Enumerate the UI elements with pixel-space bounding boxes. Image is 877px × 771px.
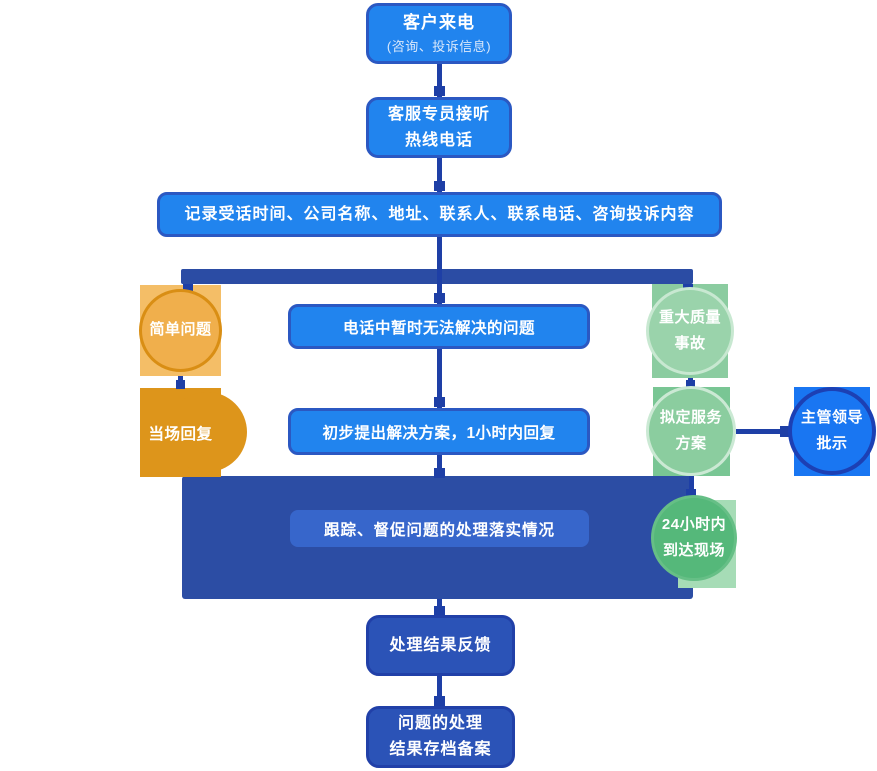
node-result-feedback: 处理结果反馈 [366, 615, 515, 676]
node-initial-solution-label: 初步提出解决方案，1小时内回复 [322, 424, 556, 442]
node-service-plan: 拟定服务 方案 [646, 386, 736, 476]
node-unresolved-label: 电话中暂时无法解决的问题 [342, 319, 535, 337]
node-onsite-reply: 当场回复 [148, 425, 213, 443]
arrow-down-icon [183, 284, 193, 293]
node-major-accident: 重大质量 事故 [646, 287, 734, 375]
node-major-accident-line2: 事故 [674, 335, 706, 352]
node-arrive-24h-line1: 24小时内 [661, 515, 727, 533]
arrow-down-icon [434, 181, 445, 191]
node-customer-call-subtitle: (咨询、投诉信息) [386, 39, 492, 55]
connector-initial-to-band [437, 455, 442, 477]
tracking-band: 跟踪、督促问题的处理落实情况 [182, 476, 693, 599]
node-service-plan-line1: 拟定服务 [659, 408, 722, 426]
arrow-down-icon [434, 696, 445, 706]
node-answer-hotline-line2: 热线电话 [404, 131, 473, 149]
arrow-down-icon [434, 468, 445, 478]
node-archive-line2: 结果存档备案 [389, 741, 492, 758]
arrow-down-icon [434, 293, 445, 303]
connector-unresolved-to-initial [437, 349, 442, 408]
node-leader-approval-line2: 批示 [816, 435, 848, 452]
node-answer-hotline-line1: 客服专员接听 [387, 105, 490, 123]
node-result-feedback-label: 处理结果反馈 [389, 636, 492, 654]
arrow-down-icon [686, 489, 696, 499]
connector-plan-to-leader [736, 429, 792, 434]
node-customer-call-title: 客户来电 [403, 12, 475, 32]
node-record-info: 记录受话时间、公司名称、地址、联系人、联系电话、咨询投诉内容 [157, 192, 722, 237]
node-onsite-reply-bulge [167, 392, 247, 472]
node-major-accident-line1: 重大质量 [658, 308, 721, 326]
arrow-down-icon [434, 606, 445, 616]
node-archive: 问题的处理 结果存档备案 [366, 706, 515, 768]
arrow-down-icon [176, 380, 185, 389]
node-simple-problem: 简单问题 [139, 289, 222, 372]
arrow-down-icon [434, 86, 445, 96]
arrow-right-icon [780, 426, 790, 437]
arrow-down-icon [434, 397, 445, 407]
arrow-down-icon [686, 380, 695, 389]
node-record-info-label: 记录受话时间、公司名称、地址、联系人、联系电话、咨询投诉内容 [184, 205, 695, 223]
node-initial-solution: 初步提出解决方案，1小时内回复 [288, 408, 590, 455]
connector-feedback-to-archive [437, 676, 442, 706]
connector-answer-to-record [437, 158, 442, 192]
node-customer-call: 客户来电 (咨询、投诉信息) [366, 3, 512, 64]
connector-call-to-answer [437, 64, 442, 97]
node-simple-problem-label: 简单问题 [149, 321, 212, 339]
node-track-supervise: 跟踪、督促问题的处理落实情况 [290, 510, 589, 547]
node-answer-hotline: 客服专员接听 热线电话 [366, 97, 512, 158]
connector-record-to-unresolved [437, 237, 442, 304]
node-unresolved-on-phone: 电话中暂时无法解决的问题 [288, 304, 590, 349]
node-archive-line1: 问题的处理 [397, 715, 483, 733]
node-leader-approval-line1: 主管领导 [800, 408, 863, 426]
node-leader-approval: 主管领导 批示 [788, 387, 876, 475]
node-service-plan-line2: 方案 [675, 435, 707, 452]
connector-plan-to-24h [689, 476, 694, 498]
node-arrive-24h-line2: 到达现场 [662, 542, 725, 559]
node-arrive-24h: 24小时内 到达现场 [651, 495, 737, 581]
